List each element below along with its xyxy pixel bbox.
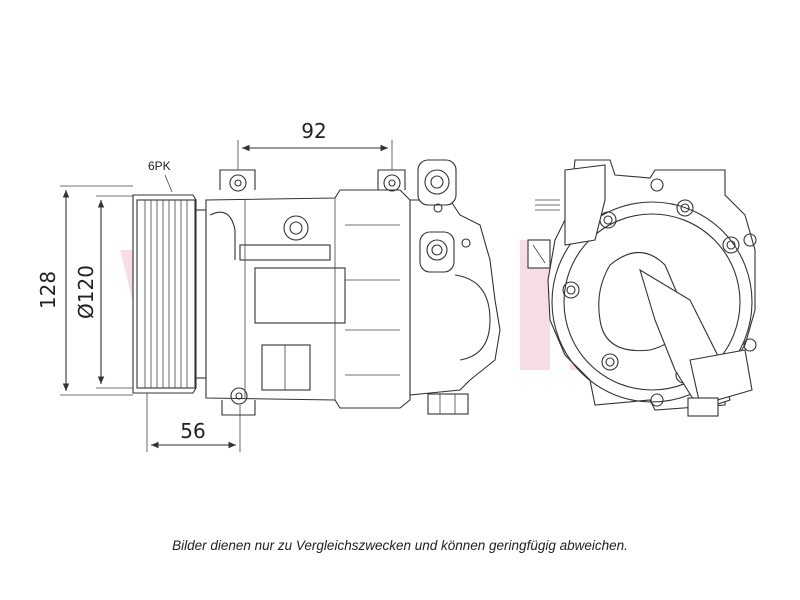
dim-height-label: 128 xyxy=(36,271,60,309)
dimension-pulley-diameter: Ø120 xyxy=(74,195,133,389)
compressor-body xyxy=(205,169,411,416)
dim-pulley-offset-label: 56 xyxy=(180,419,205,443)
dim-width-label: 92 xyxy=(301,119,326,143)
side-view: 92 128 Ø120 56 6PK xyxy=(36,119,501,452)
disclaimer-caption: Bilder dienen nur zu Vergleichszwecken u… xyxy=(172,538,628,553)
rear-head xyxy=(409,159,501,415)
dimension-height: 128 xyxy=(36,185,133,396)
dim-pulley-diameter-label: Ø120 xyxy=(74,265,98,319)
rear-view xyxy=(527,159,757,417)
dimension-pulley-offset: 56 xyxy=(146,393,241,452)
pulley xyxy=(132,194,207,394)
dimension-width: 92 xyxy=(237,119,393,170)
belt-type-label: 6PK xyxy=(148,159,171,173)
